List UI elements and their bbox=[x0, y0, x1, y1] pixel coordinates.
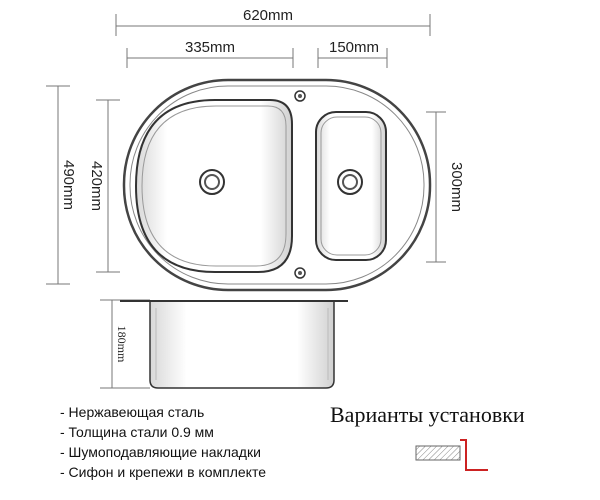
overflow-top-icon bbox=[294, 90, 306, 102]
dimension-small-bowl-width: 150mm bbox=[317, 39, 388, 68]
feature-item: - Сифон и крепежи в комплекте bbox=[60, 464, 266, 480]
large-bowl-width-label: 335mm bbox=[185, 39, 235, 56]
dimension-small-bowl-depth: 300mm bbox=[426, 111, 465, 263]
side-bowl-body bbox=[149, 302, 335, 389]
install-variants-title: Варианты установки bbox=[330, 402, 525, 427]
install-variant-icon bbox=[415, 439, 488, 471]
overall-width-label: 620mm bbox=[243, 7, 293, 24]
large-bowl-drain-icon bbox=[199, 169, 225, 195]
bowl-height-label: 180mm bbox=[115, 326, 129, 363]
feature-item: - Толщина стали 0.9 мм bbox=[60, 424, 214, 440]
small-bowl-drain-icon bbox=[337, 169, 363, 195]
feature-item: - Шумоподавляющие накладки bbox=[60, 444, 261, 460]
small-bowl-width-label: 150mm bbox=[329, 39, 379, 56]
overflow-bottom-icon bbox=[294, 267, 306, 279]
feature-item: - Нержавеющая сталь bbox=[60, 404, 205, 420]
small-bowl-depth-label: 300mm bbox=[448, 162, 465, 212]
sink-inner-rim bbox=[129, 85, 425, 285]
dimension-large-bowl-depth: 420mm bbox=[88, 99, 120, 273]
small-bowl-inner-edge bbox=[320, 116, 382, 256]
dimension-large-bowl-width: 335mm bbox=[126, 39, 294, 68]
overall-depth-label: 490mm bbox=[60, 160, 77, 210]
large-bowl-depth-label: 420mm bbox=[88, 161, 105, 211]
sink-top-view bbox=[122, 78, 432, 292]
sink-side-view: 180mm bbox=[100, 299, 348, 389]
dimension-overall-depth: 490mm bbox=[46, 85, 77, 285]
dimension-overall-width: 620mm bbox=[115, 7, 431, 36]
features-list: - Нержавеющая сталь - Толщина стали 0.9 … bbox=[60, 402, 266, 482]
large-bowl-inner-edge bbox=[141, 105, 287, 267]
